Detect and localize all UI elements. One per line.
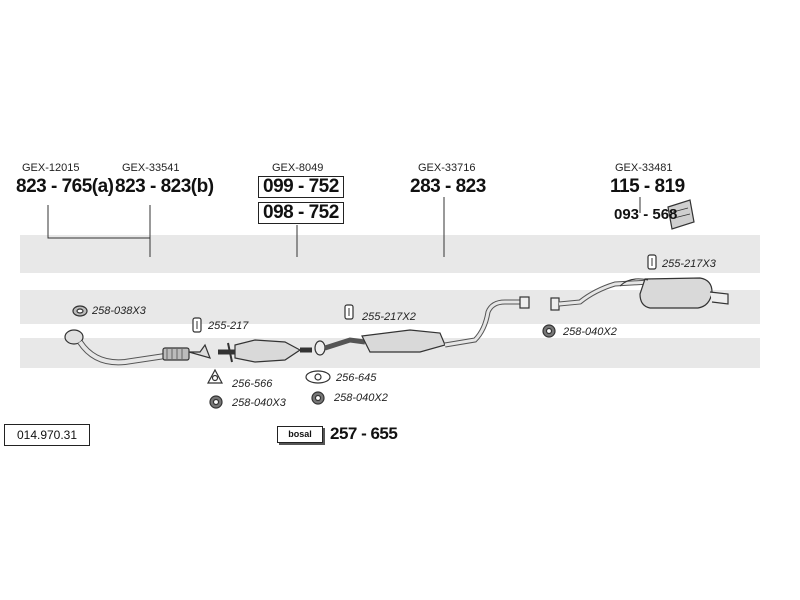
part-middle-silencer[interactable]: 283 - 823 bbox=[410, 176, 486, 197]
ref-clamp-217[interactable]: 255-217 bbox=[208, 320, 249, 332]
part-catalyst-2[interactable]: 098 - 752 bbox=[258, 202, 344, 224]
header-gex-12015: GEX-12015 bbox=[22, 162, 80, 174]
ref-nut-040x3[interactable]: 258-040X3 bbox=[232, 397, 286, 409]
part-front-pipe-a[interactable]: 823 - 765(a) bbox=[16, 176, 114, 197]
front-outlet-flange bbox=[188, 343, 211, 359]
catalog-number: 014.970.31 bbox=[4, 424, 90, 446]
rear-silencer-body bbox=[639, 277, 713, 309]
middle-inlet-flange bbox=[314, 340, 326, 356]
catalyst-drawing bbox=[218, 339, 312, 363]
ref-gasket-038x3[interactable]: 258-038X3 bbox=[92, 305, 146, 317]
leader-front-pipe-a bbox=[47, 205, 150, 239]
bosal-watermark bbox=[20, 235, 760, 368]
hardware-symbols bbox=[72, 254, 657, 409]
bosal-logo-badge: bosal bbox=[277, 426, 323, 443]
ref-gasket-645[interactable]: 256-645 bbox=[336, 372, 377, 384]
bracket-icon bbox=[667, 199, 695, 230]
header-gex-33541: GEX-33541 bbox=[122, 162, 180, 174]
tail-pipe bbox=[709, 291, 729, 305]
part-catalyst-1[interactable]: 099 - 752 bbox=[258, 176, 344, 198]
header-gex-33716: GEX-33716 bbox=[418, 162, 476, 174]
ref-clamp-217x2[interactable]: 255-217X2 bbox=[362, 311, 416, 323]
front-flange bbox=[64, 329, 84, 345]
header-gex-33481: GEX-33481 bbox=[615, 162, 673, 174]
ref-nut-040x2-mid[interactable]: 258-040X2 bbox=[334, 392, 388, 404]
leader-lines bbox=[47, 197, 641, 257]
ref-gasket-566[interactable]: 256-566 bbox=[232, 378, 273, 390]
rear-silencer-drawing bbox=[550, 277, 729, 311]
header-gex-8049: GEX-8049 bbox=[272, 162, 324, 174]
middle-outlet-end bbox=[519, 296, 530, 309]
front-pipe-drawing bbox=[64, 329, 211, 366]
part-rear-bracket[interactable]: 093 - 568 bbox=[614, 206, 678, 223]
part-rear-silencer[interactable]: 115 - 819 bbox=[610, 176, 685, 197]
catalyst-body bbox=[234, 339, 302, 363]
rear-inlet-end bbox=[550, 297, 560, 311]
ref-clamp-217x3[interactable]: 255-217X3 bbox=[662, 258, 716, 270]
part-front-pipe-b[interactable]: 823 - 823(b) bbox=[115, 176, 214, 197]
part-mounting-kit[interactable]: 257 - 655 bbox=[330, 424, 398, 443]
ref-nut-040x2-rear[interactable]: 258-040X2 bbox=[563, 326, 617, 338]
middle-silencer-drawing bbox=[314, 296, 530, 356]
middle-silencer-body bbox=[361, 329, 446, 353]
